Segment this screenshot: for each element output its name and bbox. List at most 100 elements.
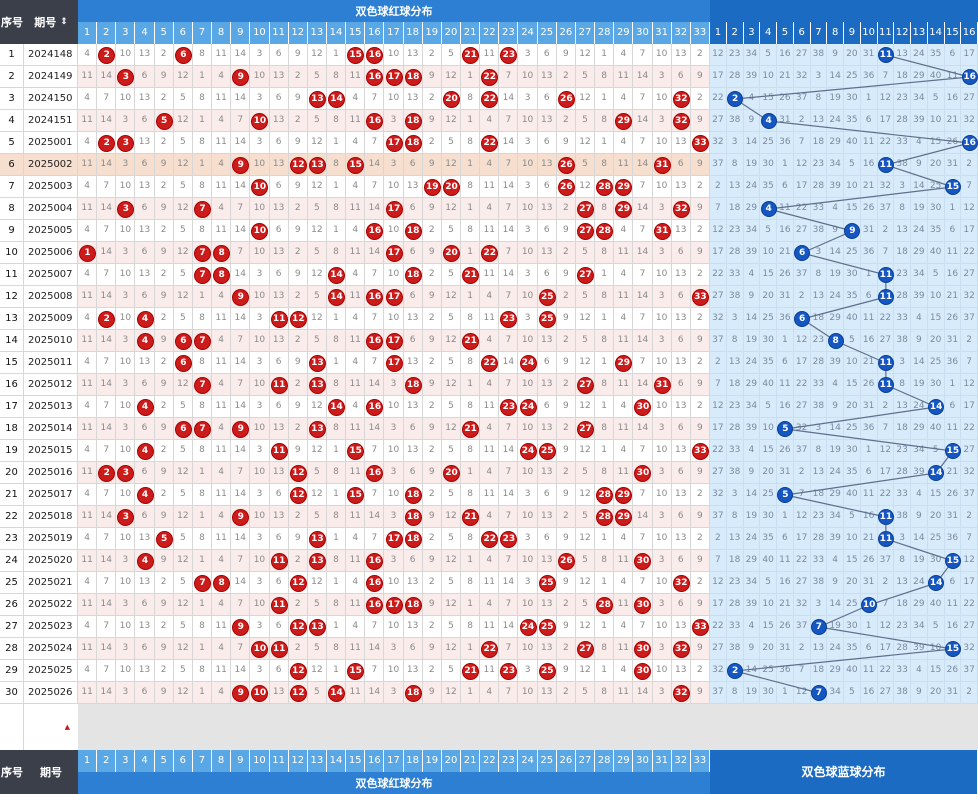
red-number-header[interactable]: 12 [288, 22, 308, 44]
red-number-header[interactable]: 7 [192, 22, 213, 44]
red-number-header[interactable]: 30 [633, 22, 653, 44]
red-number-header[interactable]: 17 [384, 22, 404, 44]
red-miss-cell: 3 [116, 330, 136, 352]
blue-number-header[interactable]: 4 [760, 22, 777, 44]
blue-miss-cell: 10 [844, 176, 861, 198]
period-cell[interactable]: 2024149 [24, 66, 78, 88]
period-cell[interactable]: 2025020 [24, 550, 78, 572]
red-number-header[interactable]: 13 [307, 22, 327, 44]
red-number-header[interactable]: 33 [690, 22, 710, 44]
period-cell[interactable]: 2025009 [24, 308, 78, 330]
blue-number-header[interactable]: 5 [777, 22, 794, 44]
period-cell[interactable]: 2025026 [24, 682, 78, 704]
red-number-header[interactable]: 16 [365, 22, 385, 44]
red-miss-cell: 5 [441, 264, 462, 286]
red-number-header[interactable]: 27 [575, 22, 596, 44]
red-number-header[interactable]: 10 [250, 22, 270, 44]
red-number-header[interactable]: 9 [231, 22, 251, 44]
blue-number-header[interactable]: 10 [860, 22, 878, 44]
period-cell[interactable]: 2025022 [24, 594, 78, 616]
red-miss-cell: 2 [690, 396, 710, 418]
red-number-header[interactable]: 24 [518, 22, 538, 44]
period-cell[interactable]: 2025014 [24, 418, 78, 440]
period-cell[interactable]: 2025007 [24, 264, 78, 286]
period-cell[interactable]: 2025018 [24, 506, 78, 528]
blue-miss-cell: 39 [743, 66, 761, 88]
period-cell[interactable]: 2025002 [24, 154, 78, 176]
red-miss-cell: 13 [537, 506, 557, 528]
blue-ball: 10 [861, 597, 878, 613]
period-cell[interactable]: 2025008 [24, 286, 78, 308]
period-cell[interactable]: 2024150 [24, 88, 78, 110]
red-number-header[interactable]: 22 [480, 22, 500, 44]
red-ball: 26 [557, 552, 575, 570]
period-cell[interactable]: 2025023 [24, 616, 78, 638]
period-cell[interactable]: 2025012 [24, 374, 78, 396]
red-miss-cell: 11 [212, 660, 232, 682]
red-number-header[interactable]: 3 [116, 22, 136, 44]
red-number-header[interactable]: 18 [403, 22, 423, 44]
red-number-header[interactable]: 4 [135, 22, 155, 44]
period-cell[interactable]: 2025001 [24, 132, 78, 154]
period-cell[interactable]: 2025004 [24, 198, 78, 220]
red-number-header[interactable]: 19 [422, 22, 442, 44]
blue-number-header[interactable]: 16 [961, 22, 978, 44]
red-ball: 33 [691, 442, 709, 460]
red-number-header[interactable]: 32 [671, 22, 691, 44]
blue-miss-cell: 4 [827, 550, 844, 572]
period-cell[interactable]: 2025010 [24, 330, 78, 352]
red-number-header[interactable]: 1 [78, 22, 98, 44]
blue-number-header[interactable]: 7 [810, 22, 828, 44]
period-cell[interactable]: 2025005 [24, 220, 78, 242]
blue-miss-cell: 22 [877, 484, 895, 506]
red-number-header[interactable]: 6 [173, 22, 193, 44]
blue-number-header[interactable]: 1 [710, 22, 727, 44]
red-miss-cell: 10 [250, 418, 270, 440]
triangle-marker-icon[interactable]: ▲ [24, 704, 78, 750]
red-miss-cell: 8 [192, 528, 213, 550]
period-cell[interactable]: 2024151 [24, 110, 78, 132]
red-number-header[interactable]: 23 [499, 22, 519, 44]
red-number-header[interactable]: 28 [595, 22, 615, 44]
blue-number-header[interactable]: 2 [726, 22, 744, 44]
period-cell[interactable]: 2025024 [24, 638, 78, 660]
red-number-header[interactable]: 20 [441, 22, 462, 44]
red-number-header[interactable]: 31 [652, 22, 672, 44]
red-number-header[interactable]: 21 [461, 22, 481, 44]
blue-number-header[interactable]: 15 [944, 22, 962, 44]
period-cell[interactable]: 2025011 [24, 352, 78, 374]
blue-number-header[interactable]: 12 [894, 22, 911, 44]
red-miss-cell: 10 [518, 638, 538, 660]
blue-number-header[interactable]: 11 [877, 22, 895, 44]
blue-number-header[interactable]: 9 [844, 22, 861, 44]
red-number-header[interactable]: 11 [269, 22, 289, 44]
red-miss-cell: 2 [288, 594, 308, 616]
corner-seq-header[interactable]: 序号 [0, 0, 24, 44]
period-cell[interactable]: 2025013 [24, 396, 78, 418]
period-cell[interactable]: 2025015 [24, 440, 78, 462]
period-cell[interactable]: 2025021 [24, 572, 78, 594]
period-cell[interactable]: 2025017 [24, 484, 78, 506]
blue-number-header[interactable]: 6 [793, 22, 811, 44]
period-cell[interactable]: 2025019 [24, 528, 78, 550]
red-number-header[interactable]: 8 [212, 22, 232, 44]
period-cell[interactable]: 2025016 [24, 462, 78, 484]
red-number-header[interactable]: 2 [97, 22, 117, 44]
period-column-header[interactable]: 期号 ⇕ [24, 0, 78, 44]
red-number-header[interactable]: 29 [614, 22, 634, 44]
red-number-header[interactable]: 26 [556, 22, 576, 44]
red-number-header[interactable]: 5 [154, 22, 174, 44]
red-number-header[interactable]: 15 [346, 22, 366, 44]
period-cell[interactable]: 2025003 [24, 176, 78, 198]
blue-miss-cell: 36 [860, 242, 878, 264]
blue-number-header[interactable]: 8 [827, 22, 844, 44]
period-cell[interactable]: 2024148 [24, 44, 78, 66]
blue-number-header[interactable]: 14 [927, 22, 945, 44]
up-down-arrows-icon[interactable]: ⇕ [60, 16, 68, 27]
blue-number-header[interactable]: 13 [911, 22, 928, 44]
red-number-header[interactable]: 14 [326, 22, 347, 44]
red-number-header[interactable]: 25 [537, 22, 557, 44]
blue-number-header[interactable]: 3 [743, 22, 761, 44]
period-cell[interactable]: 2025025 [24, 660, 78, 682]
period-cell[interactable]: 2025006 [24, 242, 78, 264]
